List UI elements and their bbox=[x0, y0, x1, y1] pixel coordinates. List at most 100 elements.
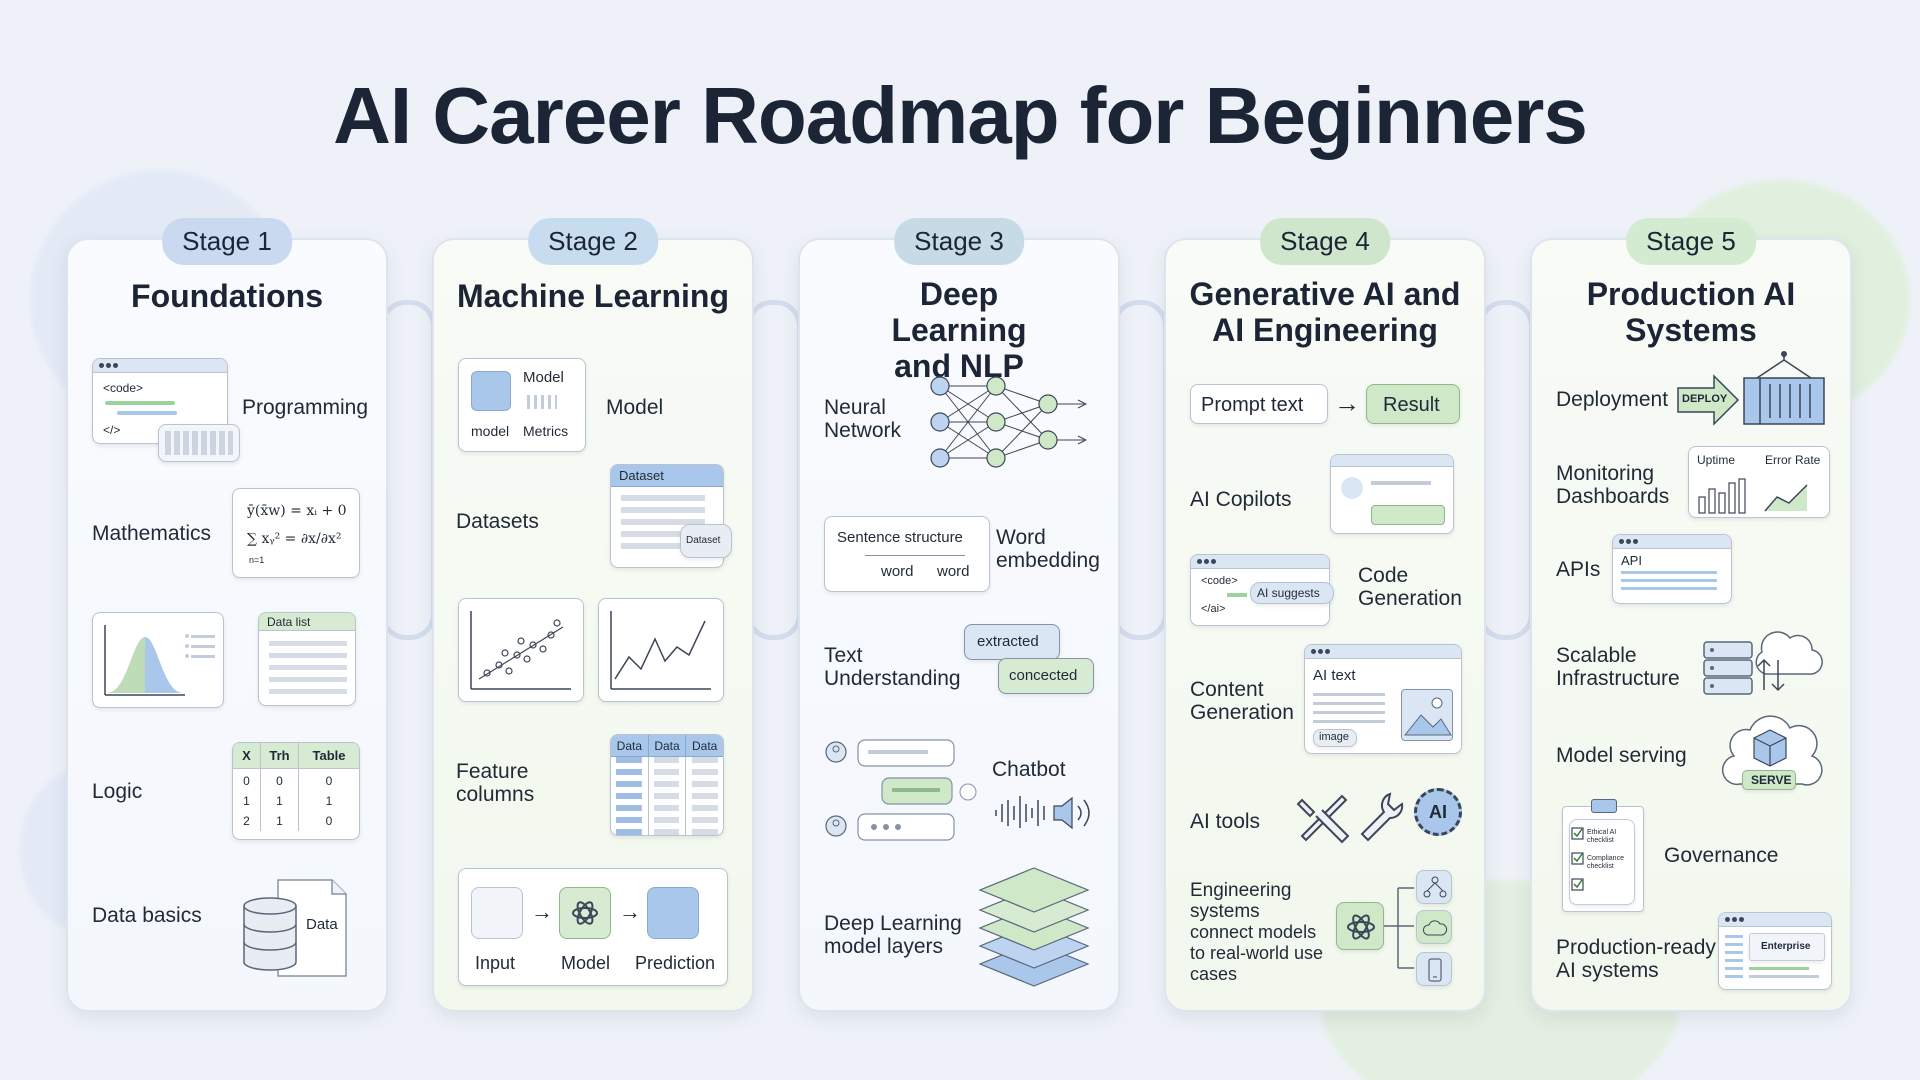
monitoring-dashboard-icon: Uptime Error Rate bbox=[1688, 446, 1830, 518]
stage-3-title: Deep Learning and NLP bbox=[891, 276, 1027, 384]
deployment-label: Deployment bbox=[1556, 388, 1669, 411]
feature-table-icon: Data Data Data bbox=[610, 734, 724, 836]
container-icon bbox=[1743, 351, 1825, 425]
bell-curve-chart-icon bbox=[92, 612, 224, 708]
error-rate-label: Error Rate bbox=[1765, 453, 1821, 467]
model-flow-diagram: → → Input Model Prediction bbox=[458, 868, 728, 986]
flow-input-label: Input bbox=[475, 953, 516, 973]
api-window-icon: API bbox=[1612, 534, 1732, 604]
model-label: Model bbox=[606, 396, 664, 419]
ai-tools-label: AI tools bbox=[1190, 810, 1261, 833]
engineering-systems-desc: connect models to real-world use cases bbox=[1190, 922, 1324, 984]
page-title: AI Career Roadmap for Beginners bbox=[333, 71, 1588, 160]
stage-3-pill: Stage 3 bbox=[894, 218, 1024, 265]
image-tag-text: image bbox=[1319, 731, 1349, 743]
ai-gear-icon: AI bbox=[1414, 788, 1462, 836]
chat-conversation-icon bbox=[825, 739, 977, 841]
bubble-text: concected bbox=[1009, 667, 1078, 684]
dataset-header: Dataset bbox=[619, 468, 664, 483]
deploy-arrow-text: DEPLOY bbox=[1682, 393, 1728, 405]
content-window-icon: AI text image bbox=[1304, 644, 1462, 754]
cloud-node-icon bbox=[1416, 910, 1452, 944]
enterprise-window-icon: Enterprise bbox=[1718, 912, 1832, 990]
data-list-title: Data list bbox=[267, 615, 311, 629]
keyboard-icon bbox=[158, 424, 240, 462]
uptime-label: Uptime bbox=[1697, 453, 1736, 467]
line-chart-icon bbox=[598, 598, 724, 702]
dataset-window-icon: Dataset bbox=[610, 464, 724, 568]
scatter-plot-icon bbox=[458, 598, 584, 702]
stage-2-pill: Stage 2 bbox=[528, 218, 658, 265]
stage-2-title: Machine Learning bbox=[456, 278, 730, 314]
mathematics-label: Mathematics bbox=[92, 522, 212, 545]
neural-network-label: Neural Network bbox=[824, 396, 902, 442]
production-ready-label: Production-ready AI systems bbox=[1556, 936, 1716, 982]
stage-2-card: Stage 2 Machine Learning Model model Met… bbox=[432, 218, 754, 1012]
stage-3-card: Stage 3 Deep Learning and NLP Neural Net… bbox=[798, 218, 1120, 1012]
formula-line-2: ∑ xᵧ² = ∂x/∂x² bbox=[247, 531, 342, 547]
code-tag: <code> bbox=[1201, 575, 1238, 587]
speech-bubble: extracted bbox=[964, 624, 1060, 660]
audio-wave-icon bbox=[995, 796, 1090, 830]
model-card-title: Model bbox=[523, 369, 564, 386]
checklist-item-1: Ethical AI checklist bbox=[1587, 829, 1617, 844]
content-generation-label: Content Generation bbox=[1190, 678, 1294, 724]
word-embedding-label: Word embedding bbox=[996, 526, 1100, 572]
ai-text-label: AI text bbox=[1313, 667, 1356, 684]
dataset-badge-label: Dataset bbox=[686, 535, 721, 546]
ai-copilots-label: AI Copilots bbox=[1190, 488, 1292, 511]
table-cell: 1 bbox=[325, 794, 333, 808]
table-header: X bbox=[233, 743, 261, 768]
feature-columns-label: Feature columns bbox=[456, 760, 535, 806]
text-understanding-label: Text Understanding bbox=[824, 644, 961, 690]
ai-logo-icon bbox=[1336, 902, 1384, 950]
monitoring-label: Monitoring Dashboards bbox=[1556, 462, 1670, 508]
result-box: Result bbox=[1366, 384, 1460, 424]
stacked-layers-icon bbox=[978, 867, 1090, 987]
sentence-structure-text: Sentence structure bbox=[837, 529, 963, 546]
checklist-item-2: Compliance checklist bbox=[1587, 855, 1624, 870]
ai-suggests-badge: AI suggests bbox=[1250, 582, 1334, 604]
copilot-window-icon bbox=[1330, 454, 1454, 534]
api-window-label: API bbox=[1621, 553, 1642, 568]
table-header: Trh bbox=[261, 743, 299, 768]
result-text: Result bbox=[1383, 394, 1440, 416]
bubble-text: extracted bbox=[977, 633, 1039, 650]
stage-connector bbox=[380, 300, 436, 640]
apis-label: APIs bbox=[1556, 558, 1601, 581]
stage-connector bbox=[746, 300, 802, 640]
table-cell: 1 bbox=[276, 814, 283, 828]
formula-line-1: ȳ(x̄w) = xᵢ + 0 bbox=[247, 503, 347, 519]
datasets-label: Datasets bbox=[456, 510, 539, 533]
feature-header: Data bbox=[649, 735, 687, 756]
ai-logo-icon bbox=[572, 901, 598, 925]
stage-1-pill: Stage 1 bbox=[162, 218, 292, 265]
close-tag: </> bbox=[103, 423, 121, 437]
serve-badge: SERVE bbox=[1742, 770, 1796, 790]
data-basics-label: Data basics bbox=[92, 904, 202, 927]
logic-label: Logic bbox=[92, 780, 143, 803]
formula-sub: n=1 bbox=[249, 555, 265, 565]
speech-bubble: concected bbox=[998, 658, 1094, 694]
stage-5-title: Production AI Systems bbox=[1586, 276, 1796, 348]
tools-icon bbox=[1296, 794, 1350, 844]
formula-card: ȳ(x̄w) = xᵢ + 0 ∑ xᵧ² = ∂x/∂x² n=1 bbox=[232, 488, 360, 578]
table-cell: 0 bbox=[276, 774, 283, 788]
model-card-left: model bbox=[471, 423, 510, 439]
sentence-structure-card: Sentence structure word word bbox=[824, 516, 990, 592]
table-cell: 0 bbox=[325, 774, 333, 788]
model-serving-label: Model serving bbox=[1556, 744, 1687, 767]
stage-5-pill: Stage 5 bbox=[1626, 218, 1756, 265]
table-cell: 2 bbox=[243, 814, 250, 828]
table-cell: 1 bbox=[243, 794, 250, 808]
serve-text: SERVE bbox=[1751, 773, 1792, 787]
stage-4-card: Stage 4 Generative AI and AI Engineering… bbox=[1164, 218, 1486, 1012]
table-cell: 1 bbox=[276, 794, 283, 808]
table-cell: 0 bbox=[243, 774, 250, 788]
table-cell: 0 bbox=[325, 814, 333, 828]
wrench-icon bbox=[1360, 792, 1404, 842]
stage-1-title: Foundations bbox=[131, 278, 323, 314]
dl-layers-label: Deep Learning model layers bbox=[824, 912, 962, 958]
feature-header: Data bbox=[611, 735, 649, 756]
stage-5-card: Stage 5 Production AI Systems Deployment… bbox=[1530, 218, 1852, 1012]
